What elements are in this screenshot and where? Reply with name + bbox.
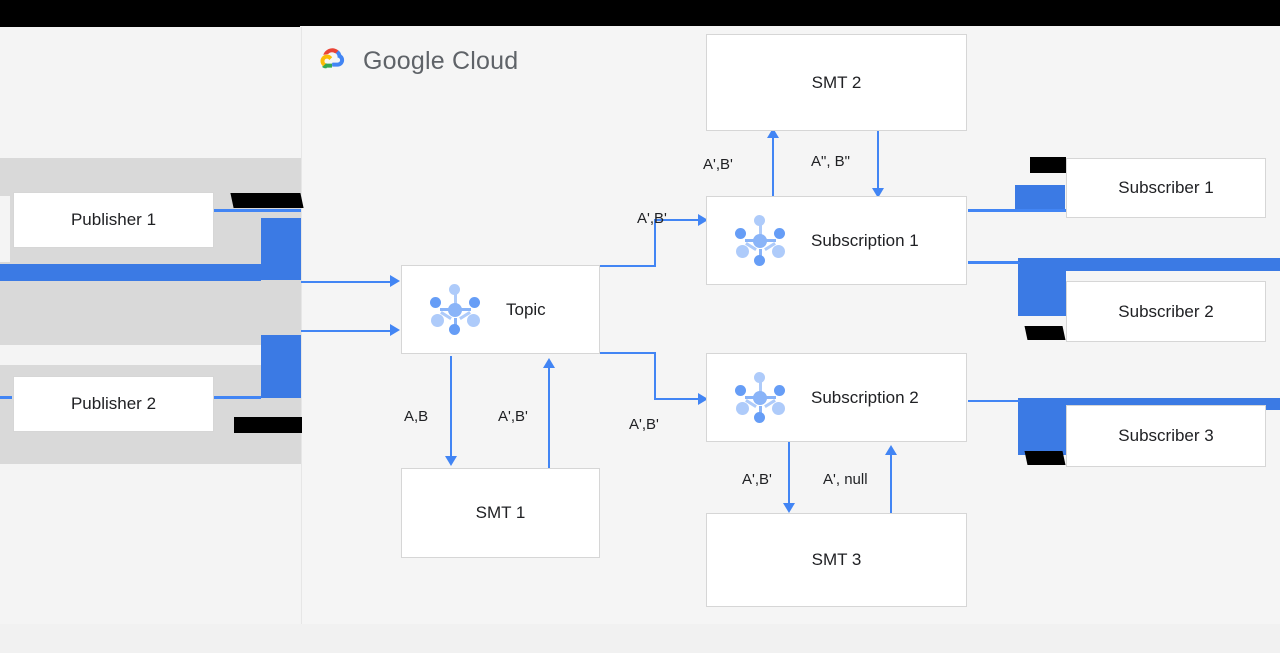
glitch-black-bar-sub3 (1024, 451, 1066, 465)
edge-label-topic-sub2: A',B' (629, 416, 659, 433)
google-cloud-wordmark: Google Cloud (363, 47, 518, 76)
google-cloud-logo: Google Cloud (310, 42, 518, 81)
node-subscription-2[interactable]: Subscription 2 (706, 353, 967, 442)
node-publisher-2-label: Publisher 2 (70, 394, 157, 413)
pubsub-hub-icon (733, 371, 787, 425)
logo-word-google: Google (363, 47, 445, 75)
arrowhead-sub2-smt3 (783, 503, 795, 513)
glitch-blue-block-sub3 (1018, 398, 1066, 455)
glitch-blue-band-left (0, 264, 261, 281)
node-subscriber-2-label: Subscriber 2 (1118, 301, 1214, 321)
edge-pub2-topic (301, 330, 391, 332)
node-subscription-1[interactable]: Subscription 1 (706, 196, 967, 285)
corrupted-gray-notch-b (0, 345, 301, 365)
glitch-blue-stub-left (0, 396, 12, 399)
arrowhead-topic-smt1 (445, 456, 457, 466)
glitch-blue-line-pub2 (213, 396, 261, 399)
node-smt-2-label: SMT 2 (811, 72, 862, 92)
edge-topic-sub2-h1 (600, 352, 656, 354)
arrowhead-sub1-smt2 (767, 128, 779, 138)
edge-sub2-subscriber3 (968, 400, 1020, 402)
pubsub-hub-icon (428, 283, 482, 337)
arrowhead-topic-sub1 (698, 214, 708, 226)
node-smt-1-label: SMT 1 (475, 503, 526, 522)
arrowhead-pub1-topic (390, 275, 400, 287)
edge-topic-sub1-h2 (654, 219, 700, 221)
node-subscription-1-label: Subscription 1 (811, 230, 919, 250)
edge-pub1-topic (301, 281, 391, 283)
arrowhead-topic-sub2 (698, 393, 708, 405)
edge-topic-sub2-v (654, 352, 656, 400)
logo-word-cloud: Cloud (451, 47, 519, 75)
glitch-blue-block-sub1 (1015, 185, 1065, 211)
node-smt-3[interactable]: SMT 3 (706, 513, 967, 607)
edge-topic-sub2-h2 (654, 398, 700, 400)
glitch-blue-block-left-lower (261, 335, 301, 398)
edge-label-topic-sub1: A',B' (637, 210, 667, 227)
corrupted-top-bar-extension (0, 26, 300, 27)
edge-smt2-sub1 (877, 128, 879, 190)
edge-sub1-smt2 (772, 138, 774, 200)
node-topic-label: Topic (506, 299, 546, 319)
edge-label-sub1-smt2: A',B' (703, 156, 733, 173)
glitch-blue-band-sub2 (1018, 258, 1280, 271)
node-subscriber-1-label: Subscriber 1 (1118, 178, 1214, 197)
corrupted-top-bar (0, 0, 1280, 26)
glitch-black-bar-bottom-left (234, 417, 302, 433)
glitch-blue-line-pub1 (213, 209, 301, 212)
node-smt-3-label: SMT 3 (811, 550, 862, 569)
node-subscription-2-label: Subscription 2 (811, 387, 919, 407)
edge-sub1-subscriber2 (968, 262, 1020, 264)
node-publisher-1[interactable]: Publisher 1 (13, 192, 214, 248)
node-subscriber-3-label: Subscriber 3 (1118, 426, 1214, 445)
node-subscriber-1[interactable]: Subscriber 1 (1066, 158, 1266, 218)
edge-smt3-sub2 (890, 455, 892, 517)
edge-topic-sub1-h1 (600, 265, 656, 267)
node-subscriber-2[interactable]: Subscriber 2 (1066, 281, 1266, 342)
edge-sub2-smt3 (788, 441, 790, 505)
pubsub-hub-icon (733, 214, 787, 268)
google-cloud-panel-edge (301, 27, 302, 624)
edge-label-smt3-sub2: A', null (823, 471, 868, 488)
node-subscriber-3[interactable]: Subscriber 3 (1066, 405, 1266, 467)
edge-topic-smt1 (450, 356, 452, 458)
edge-label-smt1-topic: A',B' (498, 408, 528, 425)
node-publisher-1-label: Publisher 1 (70, 210, 157, 229)
glitch-blue-block-sub2 (1018, 258, 1066, 316)
edge-sub1-subscriber1 (968, 209, 1020, 211)
edge-smt1-topic (548, 368, 550, 468)
glitch-black-bar-top-left (230, 193, 304, 208)
node-smt-1[interactable]: SMT 1 (401, 468, 600, 558)
edge-label-sub2-smt3: A',B' (742, 471, 772, 488)
edge-topic-sub1-v (654, 219, 656, 267)
arrowhead-smt1-topic (543, 358, 555, 368)
glitch-black-bar-sub1 (1030, 157, 1066, 173)
node-publisher-2[interactable]: Publisher 2 (13, 376, 214, 432)
glitch-blue-block-left-upper (261, 218, 301, 280)
node-topic[interactable]: Topic (401, 265, 600, 354)
arrowhead-smt2-sub1 (872, 188, 884, 198)
google-cloud-logo-icon (310, 42, 352, 81)
arrowhead-pub2-topic (390, 324, 400, 336)
corrupted-gray-notch-a (0, 196, 10, 262)
node-smt-2[interactable]: SMT 2 (706, 34, 967, 131)
edge-label-topic-smt1: A,B (404, 408, 429, 425)
edge-label-smt2-sub1: A", B" (811, 153, 850, 170)
arrowhead-smt3-sub2 (885, 445, 897, 455)
glitch-black-bar-sub2 (1024, 326, 1066, 340)
bottom-band (0, 624, 1280, 653)
